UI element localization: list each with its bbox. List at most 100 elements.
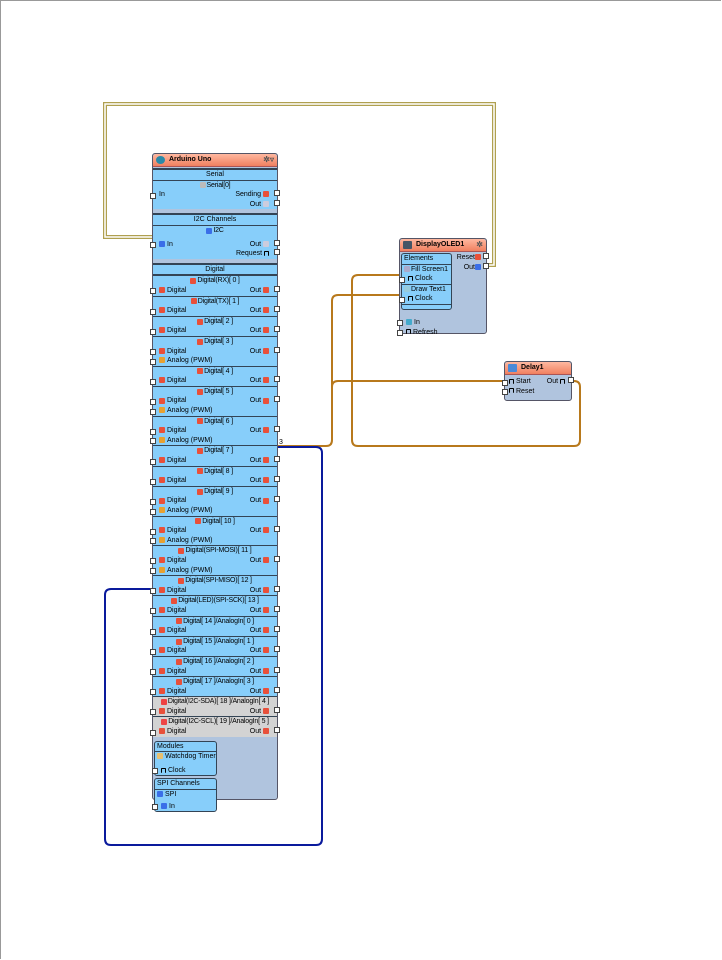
digital-out-pin[interactable]: [274, 285, 280, 292]
pin-label: Out: [249, 377, 262, 385]
digital-out-pin[interactable]: [274, 456, 280, 463]
delay-header[interactable]: Delay1: [505, 362, 571, 375]
digital-in-pin[interactable]: [150, 398, 156, 405]
analog-in-pin[interactable]: [150, 538, 156, 545]
digital-out-pin[interactable]: [274, 706, 280, 713]
digital-out-pin[interactable]: [274, 666, 280, 673]
digital-out-pin[interactable]: [274, 306, 280, 313]
digital-out-pin[interactable]: [274, 585, 280, 592]
digital-in-pin[interactable]: [150, 558, 156, 565]
digital-out-pin[interactable]: [274, 646, 280, 653]
digital-icon: [263, 327, 269, 334]
digital-out-pin[interactable]: [274, 376, 280, 383]
digital-out-pin[interactable]: [274, 476, 280, 483]
digital-in-pin[interactable]: [150, 288, 156, 295]
sending-pin[interactable]: [274, 190, 280, 197]
digital-in-pin[interactable]: [150, 498, 156, 505]
settings-icon[interactable]: ✲▿: [263, 155, 274, 164]
element-fill-screen[interactable]: Fill Screen1 Clock: [399, 263, 451, 284]
digital-out-pin[interactable]: [274, 426, 280, 433]
serial-out-pin[interactable]: [274, 199, 280, 206]
display-in-pin[interactable]: [397, 320, 403, 327]
display-header[interactable]: DisplayOLED1✲: [400, 239, 486, 252]
analog-in-pin[interactable]: [150, 408, 156, 415]
digital-in-pin[interactable]: [150, 428, 156, 435]
digital-in-pin[interactable]: [150, 608, 156, 615]
digital-channel[interactable]: Digital(I2C-SDA)[ 18 ]/AnalogIn[ 4 ]Digi…: [150, 696, 280, 717]
digital-in-pin[interactable]: [150, 669, 156, 675]
digital-icon: [263, 527, 269, 534]
digital-in-pin[interactable]: [150, 349, 156, 355]
digital-in-pin[interactable]: [150, 528, 156, 535]
arduino-header[interactable]: Arduino Uno✲▿: [153, 154, 277, 167]
digital-in-pin[interactable]: [150, 729, 156, 736]
settings-icon[interactable]: ✲: [476, 240, 483, 249]
pin-label: Out: [249, 200, 262, 208]
digital-in-pin[interactable]: [150, 628, 156, 635]
display-out-pin[interactable]: [483, 262, 489, 269]
digital-in-pin[interactable]: [150, 648, 156, 655]
clock-icon: [408, 275, 413, 281]
digital-out-pin[interactable]: [274, 686, 280, 693]
digital-in-pin[interactable]: [150, 709, 156, 716]
digital-out-pin[interactable]: [274, 396, 280, 403]
digital-out-pin[interactable]: [274, 326, 280, 333]
draw-clock-pin[interactable]: [399, 296, 405, 303]
fill-clock-pin[interactable]: [399, 276, 405, 283]
display-oled-component[interactable]: DisplayOLED1✲ Elements Fill Screen1 Cloc…: [397, 238, 489, 337]
digital-in-pin[interactable]: [150, 478, 156, 485]
i2c-in-pin[interactable]: [150, 242, 156, 249]
analog-in-pin[interactable]: [150, 438, 156, 445]
digital-out-pin[interactable]: [274, 727, 280, 734]
start-pin[interactable]: [502, 379, 508, 386]
analog-in-pin[interactable]: [150, 508, 156, 515]
i2c-out-pin[interactable]: [274, 239, 280, 246]
digital-in-pin[interactable]: [150, 328, 156, 335]
analog-in-pin[interactable]: [150, 358, 156, 365]
digital-channel[interactable]: Digital(I2C-SCL)[ 19 ]/AnalogIn[ 5 ]Digi…: [150, 716, 280, 737]
digital-in-pin[interactable]: [150, 378, 156, 385]
digital-in-pin[interactable]: [150, 588, 156, 595]
element-draw-text[interactable]: Draw Text1 Clock: [399, 283, 451, 304]
digital-out-pin[interactable]: [274, 605, 280, 612]
reset-pin[interactable]: [483, 253, 489, 259]
digital-in-pin[interactable]: [150, 308, 156, 315]
digital-out-pin[interactable]: [274, 346, 280, 353]
channel-title: Digital(I2C-SDA)[ 18 ]/AnalogIn[ 4 ]: [167, 698, 270, 706]
refresh-pin[interactable]: [397, 330, 403, 337]
digital-out-pin[interactable]: [274, 555, 280, 562]
watchdog-clock-pin[interactable]: [152, 768, 158, 775]
delay-out-pin[interactable]: [568, 377, 574, 383]
digital-out-pin[interactable]: [274, 526, 280, 533]
serial-in-pin[interactable]: [150, 192, 156, 199]
delay-reset-pin[interactable]: [502, 389, 508, 396]
digital-icon: [263, 457, 269, 464]
digital-in-pin[interactable]: [150, 689, 156, 696]
analog-in-pin[interactable]: [150, 568, 156, 575]
digital-in-pin[interactable]: [150, 458, 156, 465]
spi-in-pin[interactable]: [152, 804, 158, 811]
digital-out-pin[interactable]: [274, 626, 280, 633]
request-pin[interactable]: [274, 249, 280, 256]
digital-out-pin[interactable]: [274, 496, 280, 503]
